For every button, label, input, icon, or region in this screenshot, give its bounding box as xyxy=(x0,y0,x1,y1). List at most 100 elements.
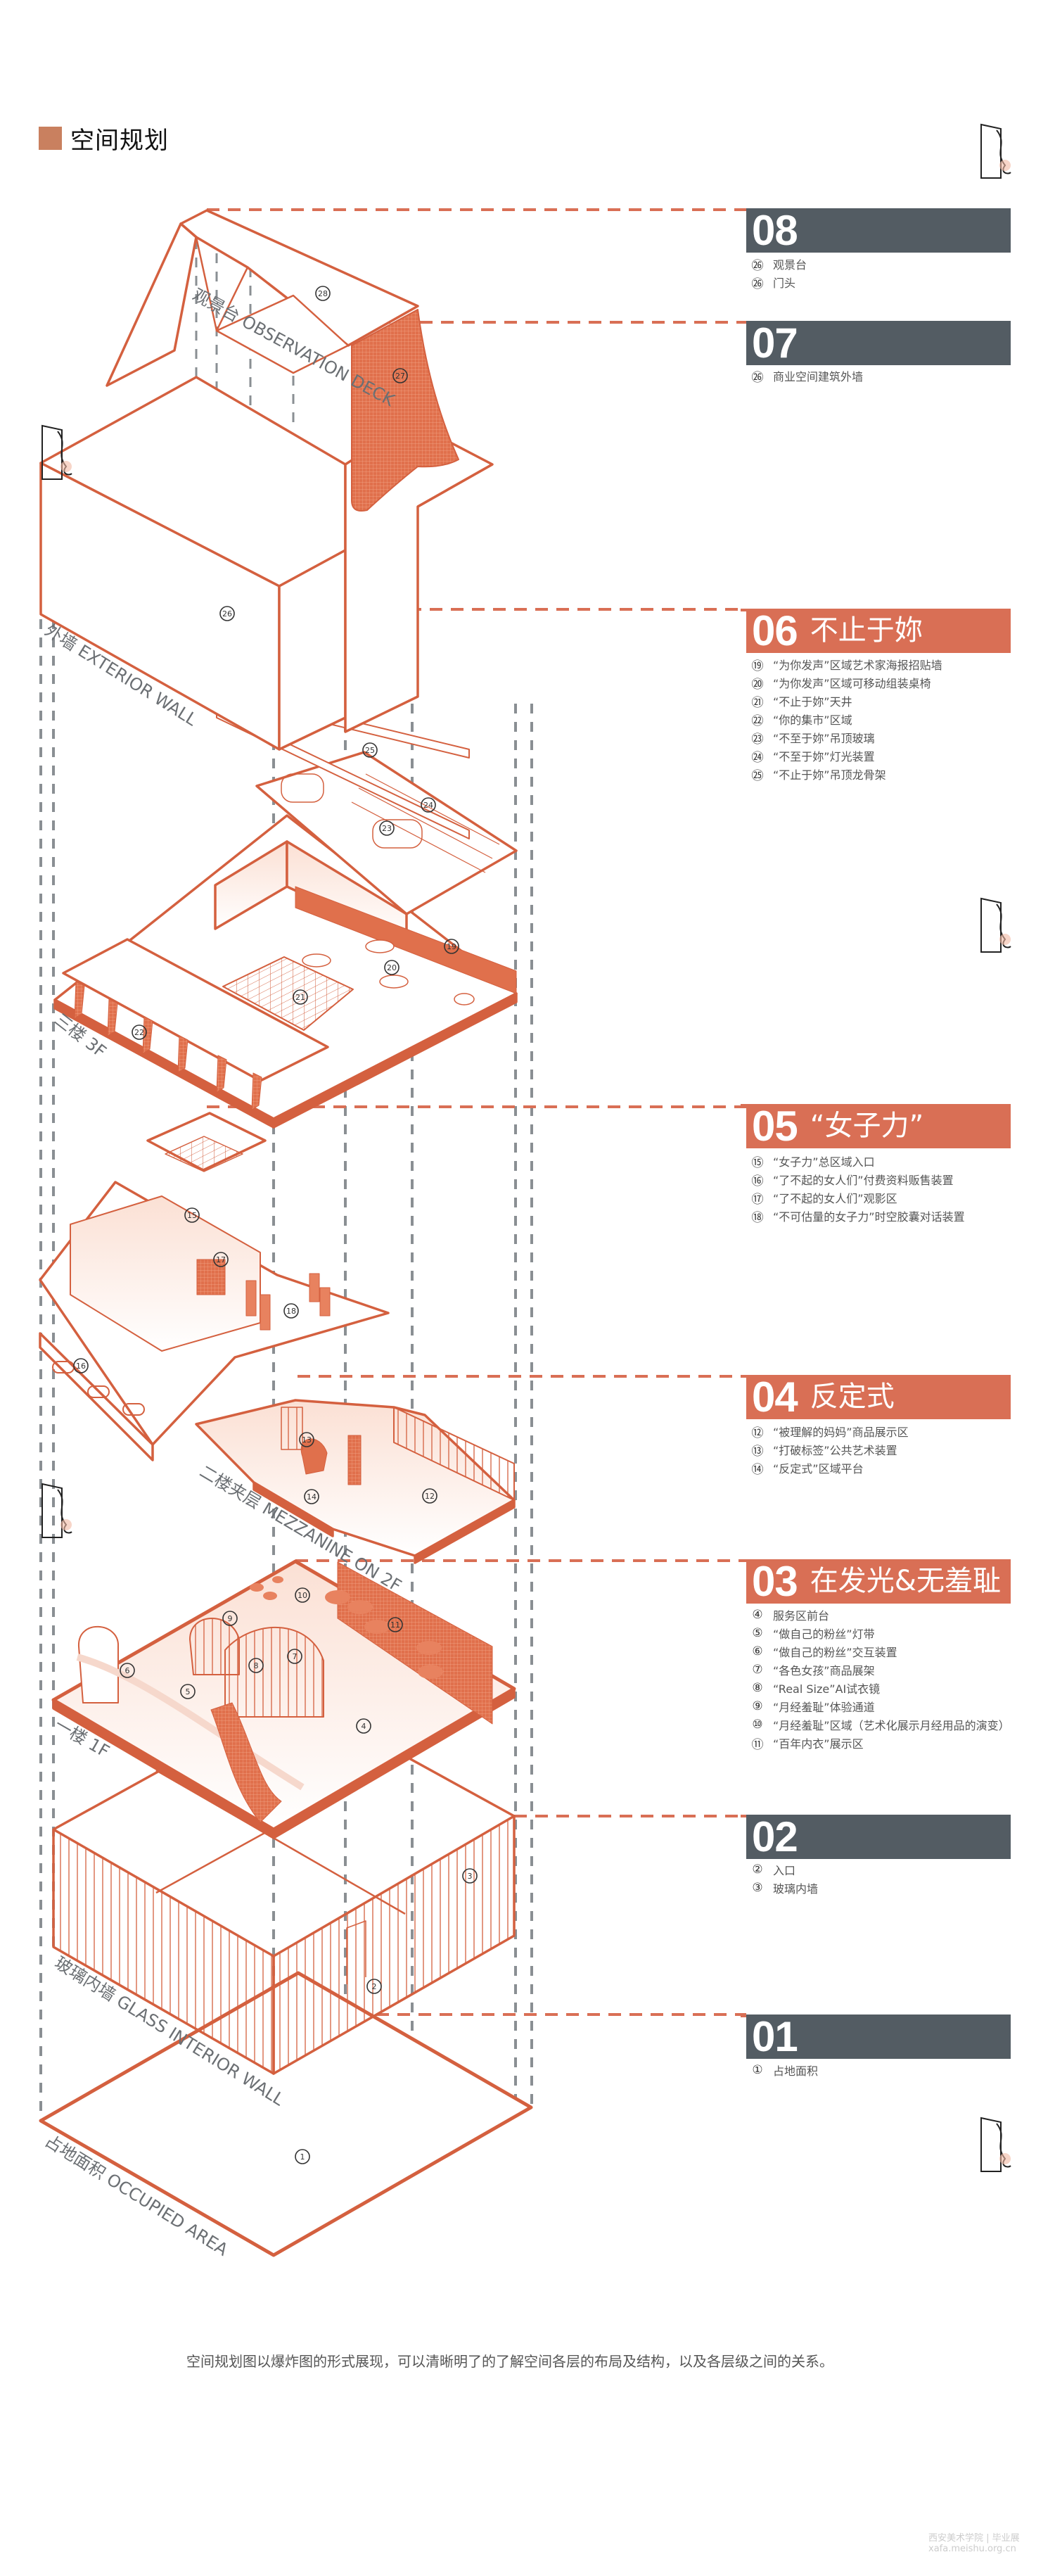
item-number-badge: ③ xyxy=(752,1881,763,1895)
item-label: “反定式”区域平台 xyxy=(773,1462,864,1476)
item-number-badge: ② xyxy=(752,1863,763,1877)
item-label: “做自己的粉丝”交互装置 xyxy=(773,1646,897,1659)
panel-header: 05“女子力” xyxy=(741,1104,1011,1148)
item-number-badge: ⑥ xyxy=(752,1644,763,1658)
item-number-badge: ⑩ xyxy=(752,1718,763,1732)
callout-number: 1 xyxy=(300,2152,305,2162)
callout-circle xyxy=(356,1718,371,1734)
callout-circle xyxy=(120,1663,135,1678)
item-label: “各色女孩”商品展架 xyxy=(773,1664,875,1677)
floor-mezzanine-2f xyxy=(195,1399,516,1564)
callout-2: 2 xyxy=(366,1979,382,1994)
panel-number: 04 xyxy=(752,1373,798,1421)
item-number-badge: ㉑ xyxy=(751,695,764,710)
observation-deck xyxy=(106,209,419,387)
item-label: 玻璃内墙 xyxy=(773,1882,819,1896)
callout-number: 25 xyxy=(365,746,375,755)
callout-23: 23 xyxy=(379,820,395,836)
item-number-badge: ㉖ xyxy=(751,277,764,291)
list-item: ⑥ “做自己的粉丝”交互装置 xyxy=(746,1642,1011,1661)
callout-13: 13 xyxy=(299,1432,314,1447)
callout-circle xyxy=(293,989,308,1005)
item-label: “不至于妳”灯光装置 xyxy=(773,750,875,763)
list-item: ⑬“打破标签”公共艺术装置 xyxy=(746,1440,1011,1459)
section-title: 空间规划 xyxy=(39,121,169,156)
callout-circle xyxy=(444,939,459,954)
callout-circle xyxy=(295,1587,310,1603)
list-item: ⑳ “为你发声”区域可移动组装桌椅 xyxy=(746,673,1011,692)
item-number-badge: ⑦ xyxy=(752,1663,763,1677)
callout-10: 10 xyxy=(295,1587,310,1603)
callout-8: 8 xyxy=(248,1658,264,1673)
list-item: ⑩“月经羞耻”区域（艺术化展示月经用品的演变） xyxy=(746,1715,1011,1734)
exterior-wall xyxy=(39,376,494,751)
callout-circle xyxy=(384,960,399,975)
watermark-line2: xafa.meishu.org.cn xyxy=(928,2544,1016,2554)
callout-circle xyxy=(362,742,378,758)
callout-circle xyxy=(73,1358,89,1373)
callout-number: 2 xyxy=(372,1982,377,1991)
callout-number: 3 xyxy=(468,1872,473,1881)
callout-22: 22 xyxy=(132,1024,147,1040)
list-item: ③ 玻璃内墙 xyxy=(746,1879,1011,1897)
item-label: “为你发声”区域可移动组装桌椅 xyxy=(773,677,931,690)
description-text: 空间规划图以爆炸图的形式展现，可以清晰明了的了解空间各层的布局及结构，以及各层级… xyxy=(186,2353,833,2370)
header-tick xyxy=(741,321,746,324)
callout-19: 19 xyxy=(444,939,459,954)
panel-items: ② 入口 ③ 玻璃内墙 xyxy=(746,1860,1011,1897)
callout-12: 12 xyxy=(422,1488,437,1504)
item-label: “不可估量的女子力”时空胶囊对话装置 xyxy=(773,1210,965,1224)
floor-2f xyxy=(39,1112,390,1461)
item-number-badge: ⑫ xyxy=(751,1426,764,1440)
item-label: “你的集市”区域 xyxy=(773,713,852,727)
callout-6: 6 xyxy=(120,1663,135,1678)
callout-number: 18 xyxy=(286,1307,296,1316)
item-number-badge: ㉔ xyxy=(751,750,764,765)
section-title-text: 空间规划 xyxy=(70,127,169,155)
item-label: 占地面积 xyxy=(773,2064,819,2078)
item-label: “了不起的女人们”观影区 xyxy=(773,1192,897,1205)
callout-circle xyxy=(287,1649,302,1664)
item-number-badge: ⑬ xyxy=(751,1444,764,1459)
item-label: 服务区前台 xyxy=(773,1609,830,1623)
item-number-badge: ⑳ xyxy=(751,677,764,692)
title-square-icon xyxy=(39,127,62,150)
callout-number: 5 xyxy=(186,1687,191,1696)
list-item: ⑲“为你发声”区域艺术家海报招贴墙 xyxy=(746,655,1011,673)
callout-24: 24 xyxy=(421,797,436,813)
item-number-badge: ⑲ xyxy=(751,659,764,673)
callout-5: 5 xyxy=(180,1684,196,1699)
callout-number: 21 xyxy=(295,993,305,1002)
item-label: 入口 xyxy=(773,1864,796,1877)
item-label: “月经羞耻”体验通道 xyxy=(773,1701,875,1714)
panel-number: 07 xyxy=(752,319,798,367)
callout-number: 13 xyxy=(302,1435,312,1445)
callout-number: 17 xyxy=(216,1255,226,1264)
list-item: ⑨“月经羞耻”体验通道 xyxy=(746,1697,1011,1715)
item-label: 观景台 xyxy=(773,258,807,272)
watermark-line1: 西安美术学院 | 毕业展 xyxy=(928,2533,1020,2544)
callout-number: 4 xyxy=(362,1722,366,1731)
item-label: “不至于妳”吊顶玻璃 xyxy=(773,732,875,745)
callout-26: 26 xyxy=(219,606,235,621)
callout-17: 17 xyxy=(213,1252,229,1267)
panel-title: “女子力” xyxy=(810,1110,924,1142)
list-item: ㉓“不至于妳”吊顶玻璃 xyxy=(746,728,1011,747)
list-item: ㉔ “不至于妳”灯光装置 xyxy=(746,747,1011,765)
callout-number: 20 xyxy=(387,963,397,972)
callout-number: 26 xyxy=(222,609,232,618)
callout-circle xyxy=(132,1024,147,1040)
callout-number: 8 xyxy=(254,1661,259,1670)
item-label: “女子力”总区域入口 xyxy=(773,1155,875,1169)
callout-number: 22 xyxy=(134,1028,144,1037)
